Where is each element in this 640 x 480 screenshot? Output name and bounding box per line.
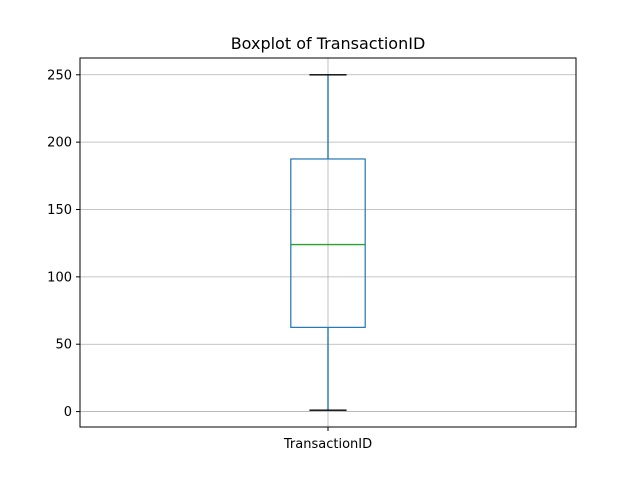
y-tick-label: 0: [64, 405, 72, 420]
box-layer: [290, 74, 366, 411]
y-tick-label: 200: [47, 136, 72, 151]
y-tick-label: 150: [47, 203, 72, 218]
x-tick-label: TransactionID: [283, 437, 372, 452]
iqr-box: [290, 158, 366, 328]
y-tick-label: 50: [55, 338, 72, 353]
y-tick-label: 250: [47, 68, 72, 83]
y-tick-label: 100: [47, 270, 72, 285]
chart-title: Boxplot of TransactionID: [231, 34, 426, 53]
